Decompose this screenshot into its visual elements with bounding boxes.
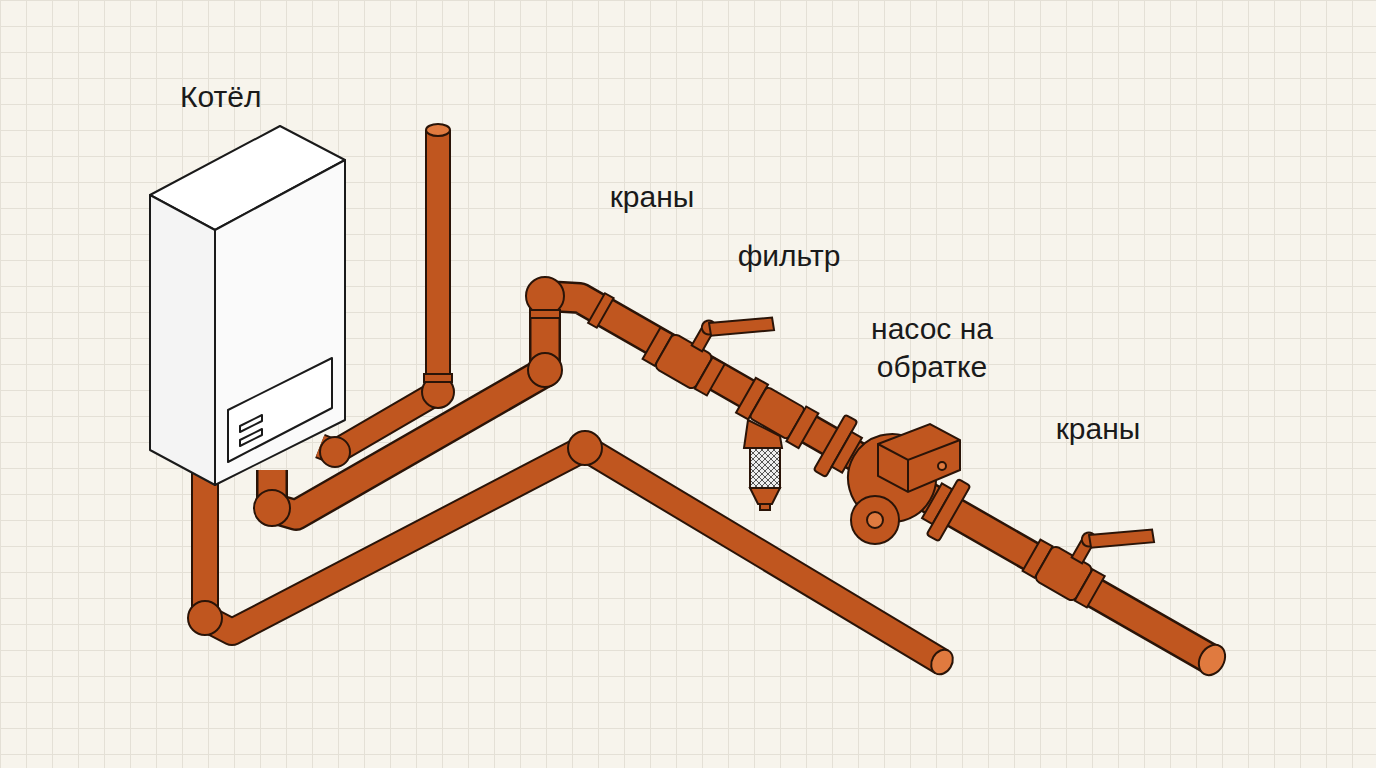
boiler-unit: Котёл (145, 72, 360, 492)
boiler-outline (145, 72, 360, 492)
part-label: краны (610, 178, 695, 216)
boiler-label: Котёл (180, 78, 261, 116)
part-label: насос на обратке (847, 310, 1017, 386)
part-label: фильтр (738, 237, 841, 275)
part-label: краны (1056, 410, 1141, 448)
